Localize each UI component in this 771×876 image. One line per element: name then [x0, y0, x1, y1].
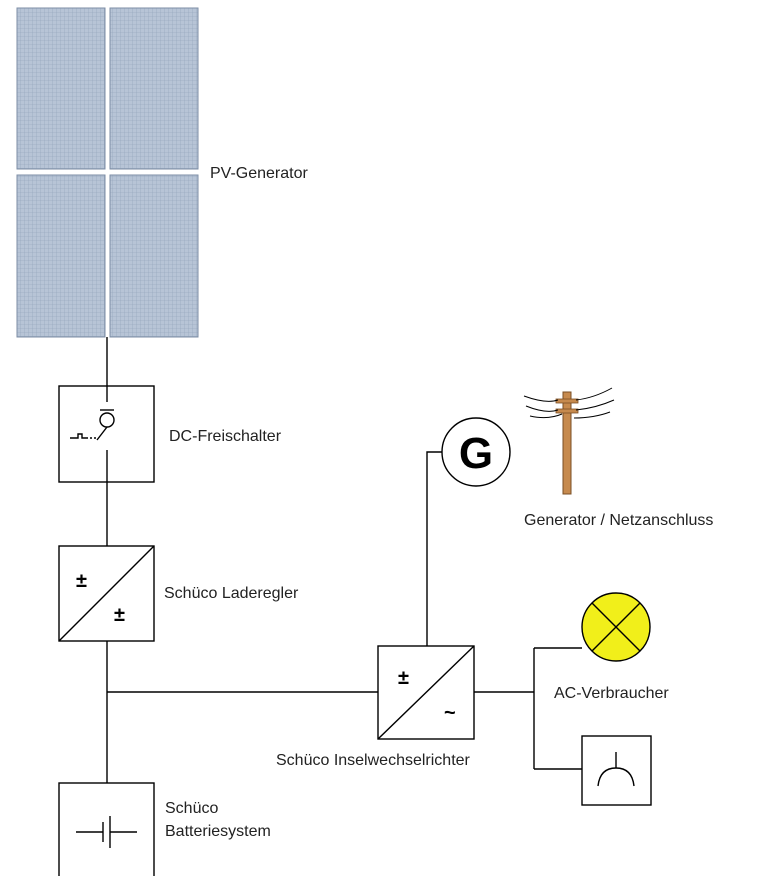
battery-label-line2: Batteriesystem — [165, 823, 271, 840]
inverter-input-symbol: ± — [398, 667, 409, 689]
battery-label-line1: Schüco — [165, 800, 218, 817]
inverter-diagonal — [377, 645, 475, 740]
socket-icon — [597, 752, 635, 787]
battery-icon — [76, 816, 137, 848]
generator-grid-label: Generator / Netzanschluss — [524, 512, 713, 529]
ac-consumers-label: AC-Verbraucher — [554, 685, 669, 702]
battery-box — [58, 782, 155, 876]
socket-box — [581, 735, 652, 806]
generator-symbol: G — [459, 429, 493, 478]
charge-controller-diagonal — [58, 545, 155, 642]
charge-controller-input-symbol: ± — [76, 570, 87, 592]
pv-generator-label: PV-Generator — [210, 165, 309, 182]
generator-icon: G — [441, 417, 511, 487]
lamp-icon — [581, 592, 651, 662]
utility-pole-icon — [523, 387, 615, 495]
pv-generator — [16, 7, 199, 338]
charge-controller-output-symbol: ± — [114, 604, 125, 626]
inverter-label: Schüco Inselwechselrichter — [276, 752, 471, 769]
charge-controller-label: Schüco Laderegler — [164, 585, 299, 602]
inverter-output-symbol: ~ — [444, 702, 456, 724]
solar-panel-icon — [109, 7, 199, 170]
solar-panel-icon — [109, 174, 199, 338]
wire-inverter-to-generator — [426, 451, 442, 646]
solar-panel-icon — [16, 174, 106, 338]
dc-switch-label: DC-Freischalter — [169, 428, 282, 445]
solar-panel-icon — [16, 7, 106, 170]
disconnect-switch-icon — [70, 386, 115, 482]
